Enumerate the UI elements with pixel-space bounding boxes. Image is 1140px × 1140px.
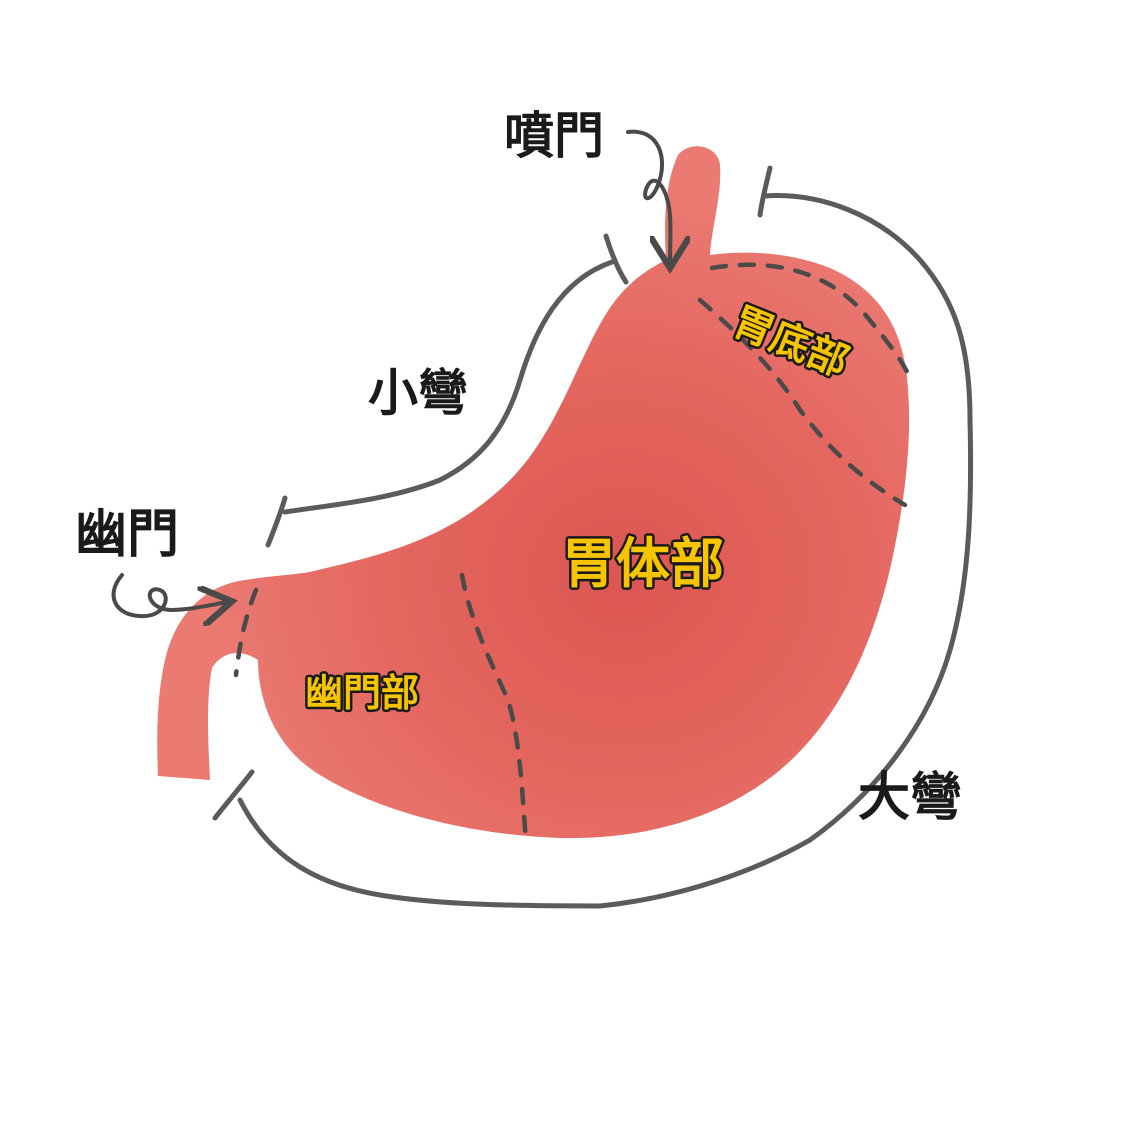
lesser-curvature-label: 小彎	[368, 364, 468, 422]
pylorus-label: 幽門	[75, 505, 179, 565]
greater-curvature-label: 大彎	[858, 768, 962, 828]
body-label: 胃体部	[562, 532, 724, 595]
cardia-arrow	[626, 129, 670, 264]
body-pyloric-boundary	[459, 572, 529, 845]
pylorus-arrow	[111, 573, 228, 616]
greater-curvature-bracket	[212, 165, 974, 909]
fundus-boundary-lower	[697, 297, 908, 508]
pyloric-part-label: 幽門部	[305, 671, 419, 715]
pylorus-boundary	[233, 587, 259, 678]
cardia-label: 噴門	[504, 107, 604, 165]
stomach-shape	[157, 146, 910, 839]
lesser-curvature-bracket	[265, 233, 629, 548]
fundus-boundary-upper	[709, 262, 913, 381]
